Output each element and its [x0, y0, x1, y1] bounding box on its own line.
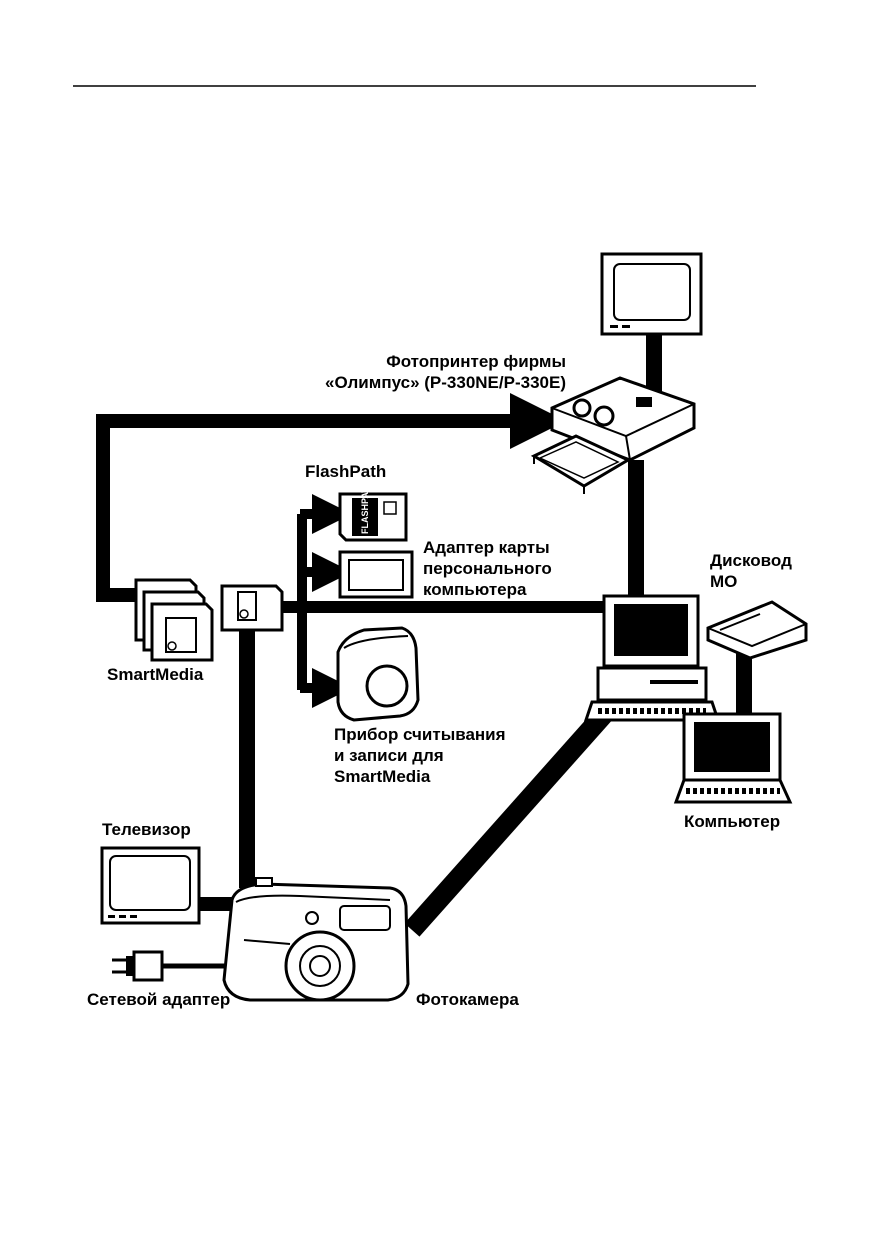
tv-icon — [102, 848, 199, 923]
printer-label-line-1: Фотопринтер фирмы — [300, 351, 566, 372]
mo-drive-label-line-2: MO — [710, 571, 792, 592]
smartmedia-cards-icon — [136, 580, 212, 660]
photo-printer-icon — [534, 378, 694, 494]
mo-drive-icon — [708, 602, 806, 658]
mo-drive-label-line-1: Дисковод — [710, 550, 792, 571]
smartmedia-label: SmartMedia — [107, 664, 203, 685]
computer-label: Компьютер — [684, 811, 780, 832]
camera-label: Фотокамера — [416, 989, 519, 1010]
pc-card-adapter-label-line-3: компьютера — [423, 579, 552, 600]
pc-card-adapter-label: Адаптер карты персонального компьютера — [423, 537, 552, 600]
pc-card-adapter-icon — [340, 552, 412, 597]
smartmedia-card-icon — [222, 586, 282, 630]
flashpath-card-text: FLASHPATH — [360, 481, 370, 534]
pc-card-adapter-label-line-1: Адаптер карты — [423, 537, 552, 558]
reader-writer-label: Прибор считывания и записи для SmartMedi… — [334, 724, 506, 787]
camera-icon — [224, 878, 408, 1000]
flashpath-icon: FLASHPATH — [340, 481, 406, 540]
laptop-computer-icon — [676, 714, 790, 802]
pc-card-adapter-label-line-2: персонального — [423, 558, 552, 579]
reader-writer-label-line-1: Прибор считывания — [334, 724, 506, 745]
reader-writer-label-line-3: SmartMedia — [334, 766, 506, 787]
printer-monitor-icon — [602, 254, 701, 334]
desktop-computer-icon — [586, 596, 718, 720]
reader-writer-label-line-2: и записи для — [334, 745, 506, 766]
ac-adapter-label: Сетевой адаптер — [87, 989, 230, 1010]
printer-label-line-2: «Олимпус» (P-330NE/P-330E) — [300, 372, 566, 393]
card-reader-writer-icon — [338, 628, 418, 720]
printer-label: Фотопринтер фирмы «Олимпус» (P-330NE/P-3… — [300, 351, 566, 393]
flashpath-label: FlashPath — [305, 461, 386, 482]
tv-label: Телевизор — [102, 819, 191, 840]
mo-drive-label: Дисковод MO — [710, 550, 792, 592]
ac-adapter-icon — [112, 952, 162, 980]
